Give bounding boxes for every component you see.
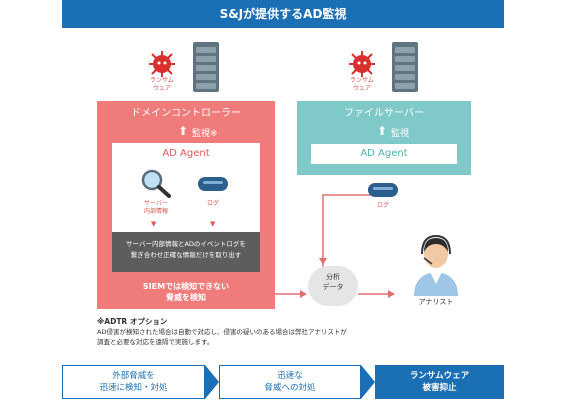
log-label: ログ bbox=[206, 200, 219, 207]
log-label: ログ bbox=[376, 202, 389, 209]
analyst-label: アナリスト bbox=[418, 298, 454, 306]
file-server-title: ファイルサーバー bbox=[344, 108, 424, 119]
ransomware-label: ランサムウェア bbox=[350, 77, 374, 92]
analysis-data-label: 分析データ bbox=[322, 273, 344, 291]
monitor-label: 監視 bbox=[391, 129, 410, 139]
arrow-up-icon: ⬆ bbox=[178, 124, 189, 138]
domain-controller-server-icon bbox=[193, 42, 219, 92]
file-server-icon bbox=[392, 42, 418, 92]
magnifier-icon bbox=[141, 169, 171, 198]
page-title: S&Jが提供するAD監視 bbox=[62, 0, 504, 28]
log-icon bbox=[198, 177, 228, 191]
domain-controller-title: ドメインコントローラー bbox=[131, 108, 241, 119]
correlation-panel: サーバー内部情報とADのイベントログを 繋ぎ合わせ正確な情報だけを取り出す bbox=[112, 232, 260, 272]
siem-detection-text: SIEMでは検知できない 脅威を検知 bbox=[142, 282, 230, 302]
ransomware-virus-icon bbox=[349, 51, 375, 77]
ad-agent-panel bbox=[112, 143, 260, 232]
ransomware-virus-icon bbox=[149, 51, 175, 77]
step-respond: 迅速な脅威への対処 bbox=[219, 365, 361, 399]
adtr-option-description: AD侵害が検知された場合は自動で対応し、侵害の疑いのある場合は弊社アナリストが … bbox=[97, 328, 347, 346]
triangle-down-icon: ▼ bbox=[151, 220, 157, 228]
adtr-option-title: ※ADTR オプション bbox=[97, 317, 168, 326]
step-detect: 外部脅威を迅速に検知・対処 bbox=[62, 365, 205, 399]
ad-agent-label: AD Agent bbox=[162, 148, 210, 159]
triangle-down-icon: ▼ bbox=[210, 220, 216, 228]
ransomware-label: ランサムウェア bbox=[150, 77, 174, 92]
arrow-up-icon: ⬆ bbox=[377, 124, 388, 138]
step-prevent: ランサムウェア被害抑止 bbox=[375, 365, 504, 399]
server-internal-info-label: サーバー内部情報 bbox=[143, 200, 168, 215]
log-icon bbox=[368, 183, 398, 197]
analysis-data-cloud bbox=[308, 266, 358, 306]
monitor-label: 監視※ bbox=[192, 129, 218, 139]
analyst-avatar-icon bbox=[414, 234, 458, 296]
ad-agent-label: AD Agent bbox=[311, 144, 457, 164]
